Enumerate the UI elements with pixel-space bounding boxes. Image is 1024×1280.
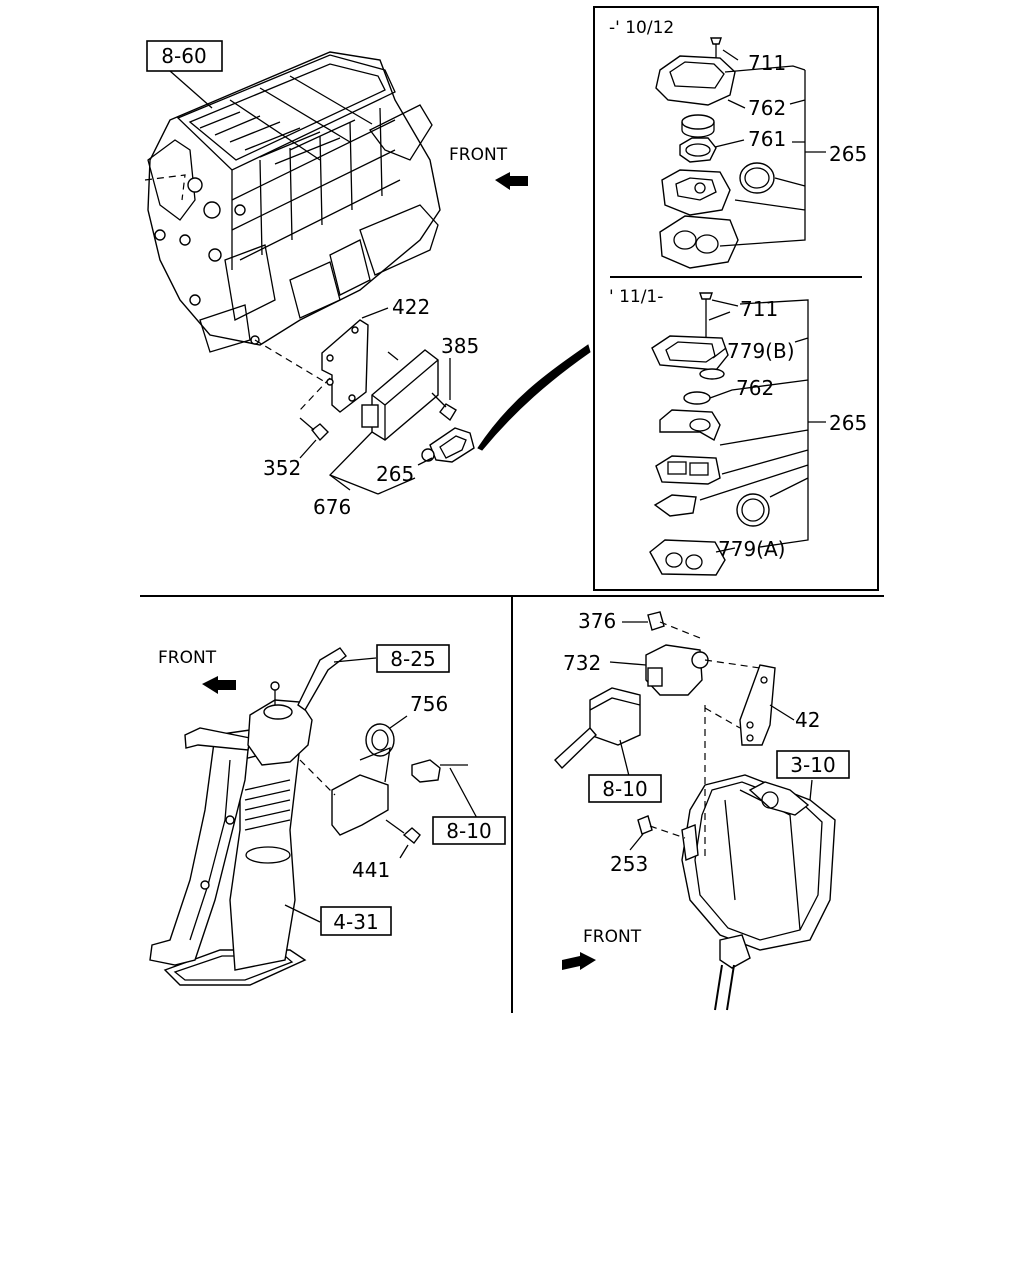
inset-lower-part-779a: 779(A) [718,537,785,561]
ref-box-8-25 [376,644,450,673]
inset-upper-part-762: 762 [748,96,786,120]
front-label-top: FRONT [449,145,508,165]
hvac-unit-drawing [144,51,441,353]
ref-8-10-right-text: 8-10 [602,777,647,801]
part-441: 441 [352,858,390,882]
front-arrow-top [495,172,528,190]
part-265: 265 [376,462,414,486]
front-label-right: FRONT [583,927,642,947]
inset-frame [593,6,879,591]
part-385: 385 [441,334,479,358]
part-376: 376 [578,609,616,633]
ref-8-10-left-text: 8-10 [446,819,491,843]
front-arrow-right [562,952,596,970]
ref-3-10-text: 3-10 [790,753,835,777]
ref-box-8-10-right [588,774,662,803]
inset-lower-part-762: 762 [736,376,774,400]
inset-lower-part-711: 711 [740,297,778,321]
part-253: 253 [610,852,648,876]
ref-box-3-10 [776,750,850,779]
front-arrow-left [202,676,236,694]
part-422: 422 [392,295,430,319]
part-756: 756 [410,692,448,716]
ref-4-31-text: 4-31 [333,910,378,934]
inset-upper-part-265: 265 [829,142,867,166]
part-676: 676 [313,495,351,519]
inset-lower-drawing [649,292,826,576]
inset-upper-period: -' 10/12 [609,18,674,38]
ref-8-25-text: 8-25 [390,647,435,671]
ref-box-4-31 [320,906,392,936]
part-352: 352 [263,456,301,480]
reference-boxes: 8-60 8-25 8-10 4-31 8-10 3-10 [146,40,850,936]
inset-lower-part-265: 265 [829,411,867,435]
layout-dividers [140,6,884,1013]
pedal-assembly-drawing [554,611,836,1011]
part-732: 732 [563,651,601,675]
inset-upper-part-761: 761 [748,127,786,151]
inset-upper-drawing [655,37,826,269]
steering-column-drawing [149,647,479,986]
inset-upper-part-711: 711 [748,51,786,75]
leaders-top-left [169,70,451,495]
inset-lower-part-779b: 779(B) [727,339,795,363]
ref-box-8-10-left [432,816,506,845]
inset-lower-period: ' 11/1- [609,287,663,307]
part-42: 42 [795,708,820,732]
ref-box-8-60 [146,40,223,72]
front-label-left: FRONT [158,648,217,668]
ecu-module-drawing [254,319,591,463]
ref-8-60-text: 8-60 [161,44,206,68]
